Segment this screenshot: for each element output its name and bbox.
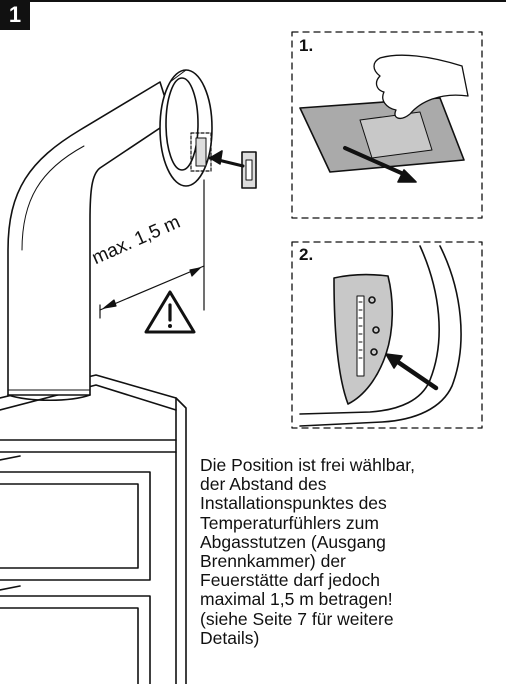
sensor-mark — [190, 132, 257, 189]
description-line: der Abstand des — [200, 474, 327, 495]
description-line: maximal 1,5 m betragen! — [200, 589, 393, 610]
description-line: Installationspunktes des — [200, 493, 387, 514]
description-line: Temperaturfühlers zum — [200, 512, 379, 533]
inset-1-label: 1. — [299, 36, 314, 55]
description-line: Details) — [200, 627, 260, 648]
inset-2-label: 2. — [299, 245, 314, 264]
flue-pipe — [7, 69, 213, 402]
description-text: Die Position ist frei wählbar, der Absta… — [200, 455, 506, 648]
description-line: Abgasstutzen (Ausgang — [200, 531, 386, 552]
description-line: (siehe Seite 7 für weitere — [200, 608, 394, 629]
hand-icon — [373, 54, 469, 120]
description-line: Die Position ist frei wählbar, — [200, 455, 415, 475]
stove-body — [0, 374, 187, 684]
description-line: Feuerstätte darf jedoch — [200, 570, 380, 591]
step-number-badge: 1 — [0, 0, 30, 30]
warning-triangle-icon — [144, 290, 196, 334]
inset-1-frame — [291, 31, 483, 219]
top-rule — [0, 0, 506, 2]
inset-2-frame — [291, 241, 483, 429]
description-line: Brennkammer) der — [200, 551, 346, 572]
dimension-lines — [99, 179, 205, 319]
